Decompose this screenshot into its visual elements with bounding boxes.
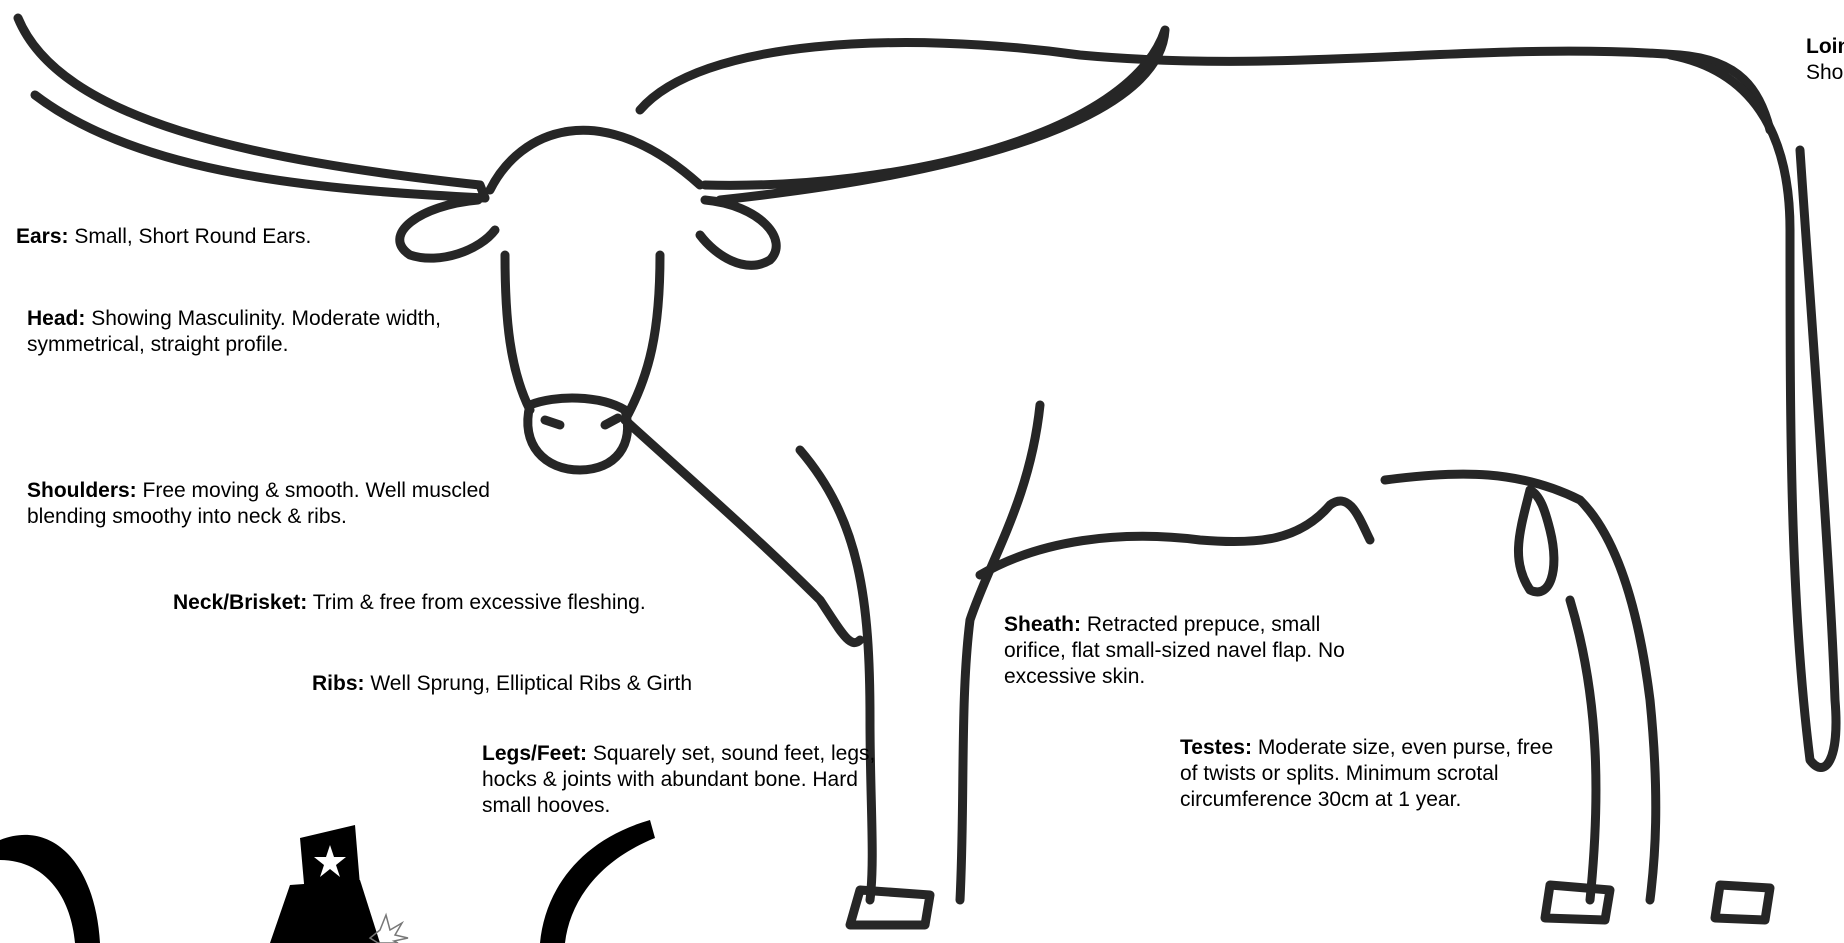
label-ribs-text: Well Sprung, Elliptical Ribs & Girth [365, 672, 693, 695]
belly-line [980, 501, 1370, 575]
nostrils [545, 418, 618, 425]
label-testes: Testes: Moderate size, even purse, free … [1180, 735, 1555, 813]
label-neck-brisket-text: Trim & free from excessive fleshing. [307, 591, 645, 614]
label-head-text: Showing Masculinity. Moderate width, sym… [27, 307, 441, 356]
logo [0, 820, 660, 943]
label-loin-term: Loin: [1806, 35, 1844, 58]
left-horn [18, 18, 485, 198]
label-sheath: Sheath: Retracted prepuce, small orifice… [1004, 612, 1349, 690]
head-top [490, 130, 700, 190]
hooves [850, 885, 1770, 925]
label-legs-feet: Legs/Feet: Squarely set, sound feet, leg… [482, 741, 892, 819]
label-shoulders: Shoulders: Free moving & smooth. Well mu… [27, 478, 532, 530]
label-sheath-term: Sheath: [1004, 613, 1081, 636]
logo-left-horn-icon [0, 835, 100, 943]
label-neck-brisket: Neck/Brisket: Trim & free from excessive… [173, 590, 773, 616]
label-ears: Ears: Small, Short Round Ears. [16, 224, 416, 250]
label-testes-term: Testes: [1180, 736, 1252, 759]
muzzle [528, 398, 628, 470]
label-legs-feet-term: Legs/Feet: [482, 742, 587, 765]
label-ears-term: Ears: [16, 225, 69, 248]
label-head-term: Head: [27, 307, 85, 330]
label-head: Head: Showing Masculinity. Moderate widt… [27, 306, 482, 358]
label-loin: Loin: Sho [1806, 34, 1844, 86]
logo-hat-icon [270, 880, 380, 943]
label-ears-text: Small, Short Round Ears. [69, 225, 312, 248]
label-ribs: Ribs: Well Sprung, Elliptical Ribs & Gir… [312, 671, 792, 697]
label-shoulders-term: Shoulders: [27, 479, 137, 502]
label-loin-text: Sho [1806, 61, 1843, 84]
scrotum [1518, 490, 1553, 592]
right-ear [700, 200, 776, 265]
logo-right-horn-icon [540, 820, 655, 943]
label-neck-brisket-term: Neck/Brisket: [173, 591, 307, 614]
tail [1670, 55, 1836, 768]
label-ribs-term: Ribs: [312, 672, 365, 695]
back-line [640, 43, 1770, 130]
